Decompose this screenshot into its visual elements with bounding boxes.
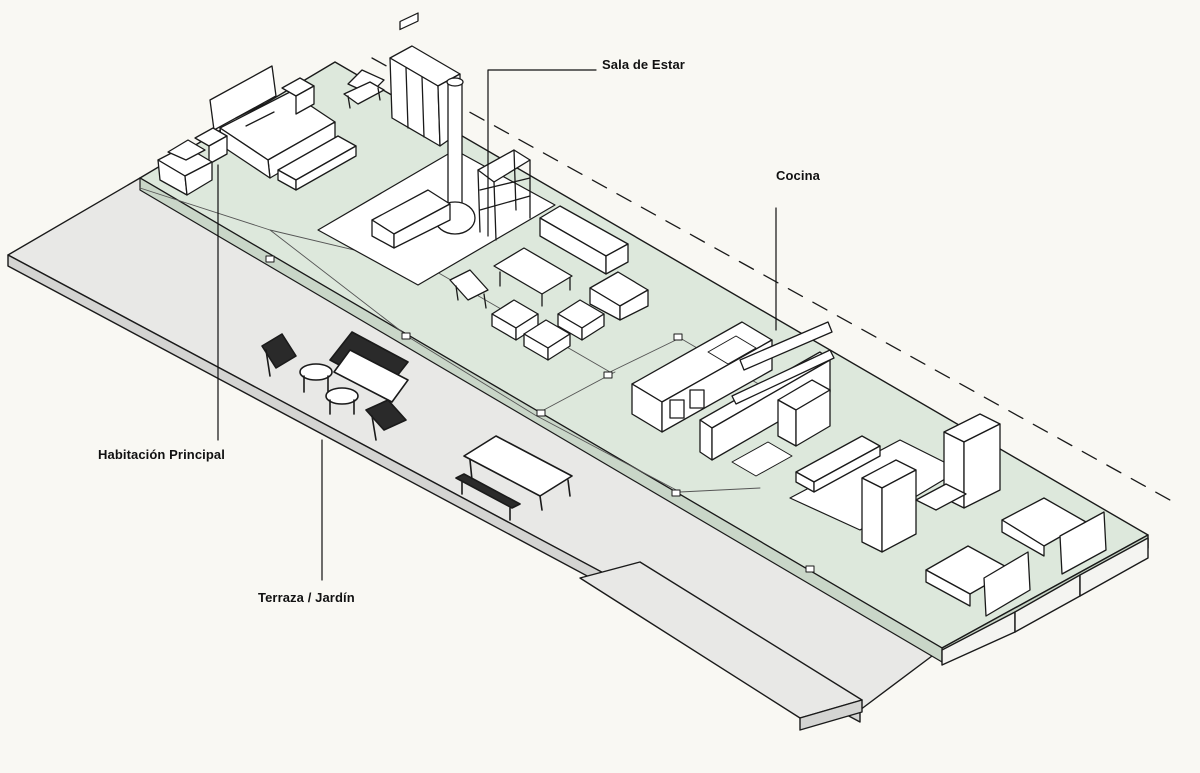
- property-boundary-dashed: [371, 57, 1171, 501]
- label-habitacion-principal: Habitación Principal: [98, 447, 225, 462]
- utility-furniture: [795, 413, 1001, 553]
- label-cocina: Cocina: [776, 168, 820, 183]
- label-terraza-jardin: Terraza / Jardín: [258, 590, 355, 605]
- terrace-slab: [7, 177, 941, 731]
- guest-beds: [925, 497, 1107, 617]
- label-sala-de-estar: Sala de Estar: [602, 57, 685, 72]
- leader-lines: [217, 69, 777, 581]
- columns: [265, 255, 815, 573]
- living-furniture: [371, 12, 649, 361]
- kitchen-furniture: [631, 321, 835, 477]
- terrace-furniture: [261, 331, 573, 521]
- bedroom-furniture: [157, 65, 385, 196]
- leader-sala: [487, 69, 597, 237]
